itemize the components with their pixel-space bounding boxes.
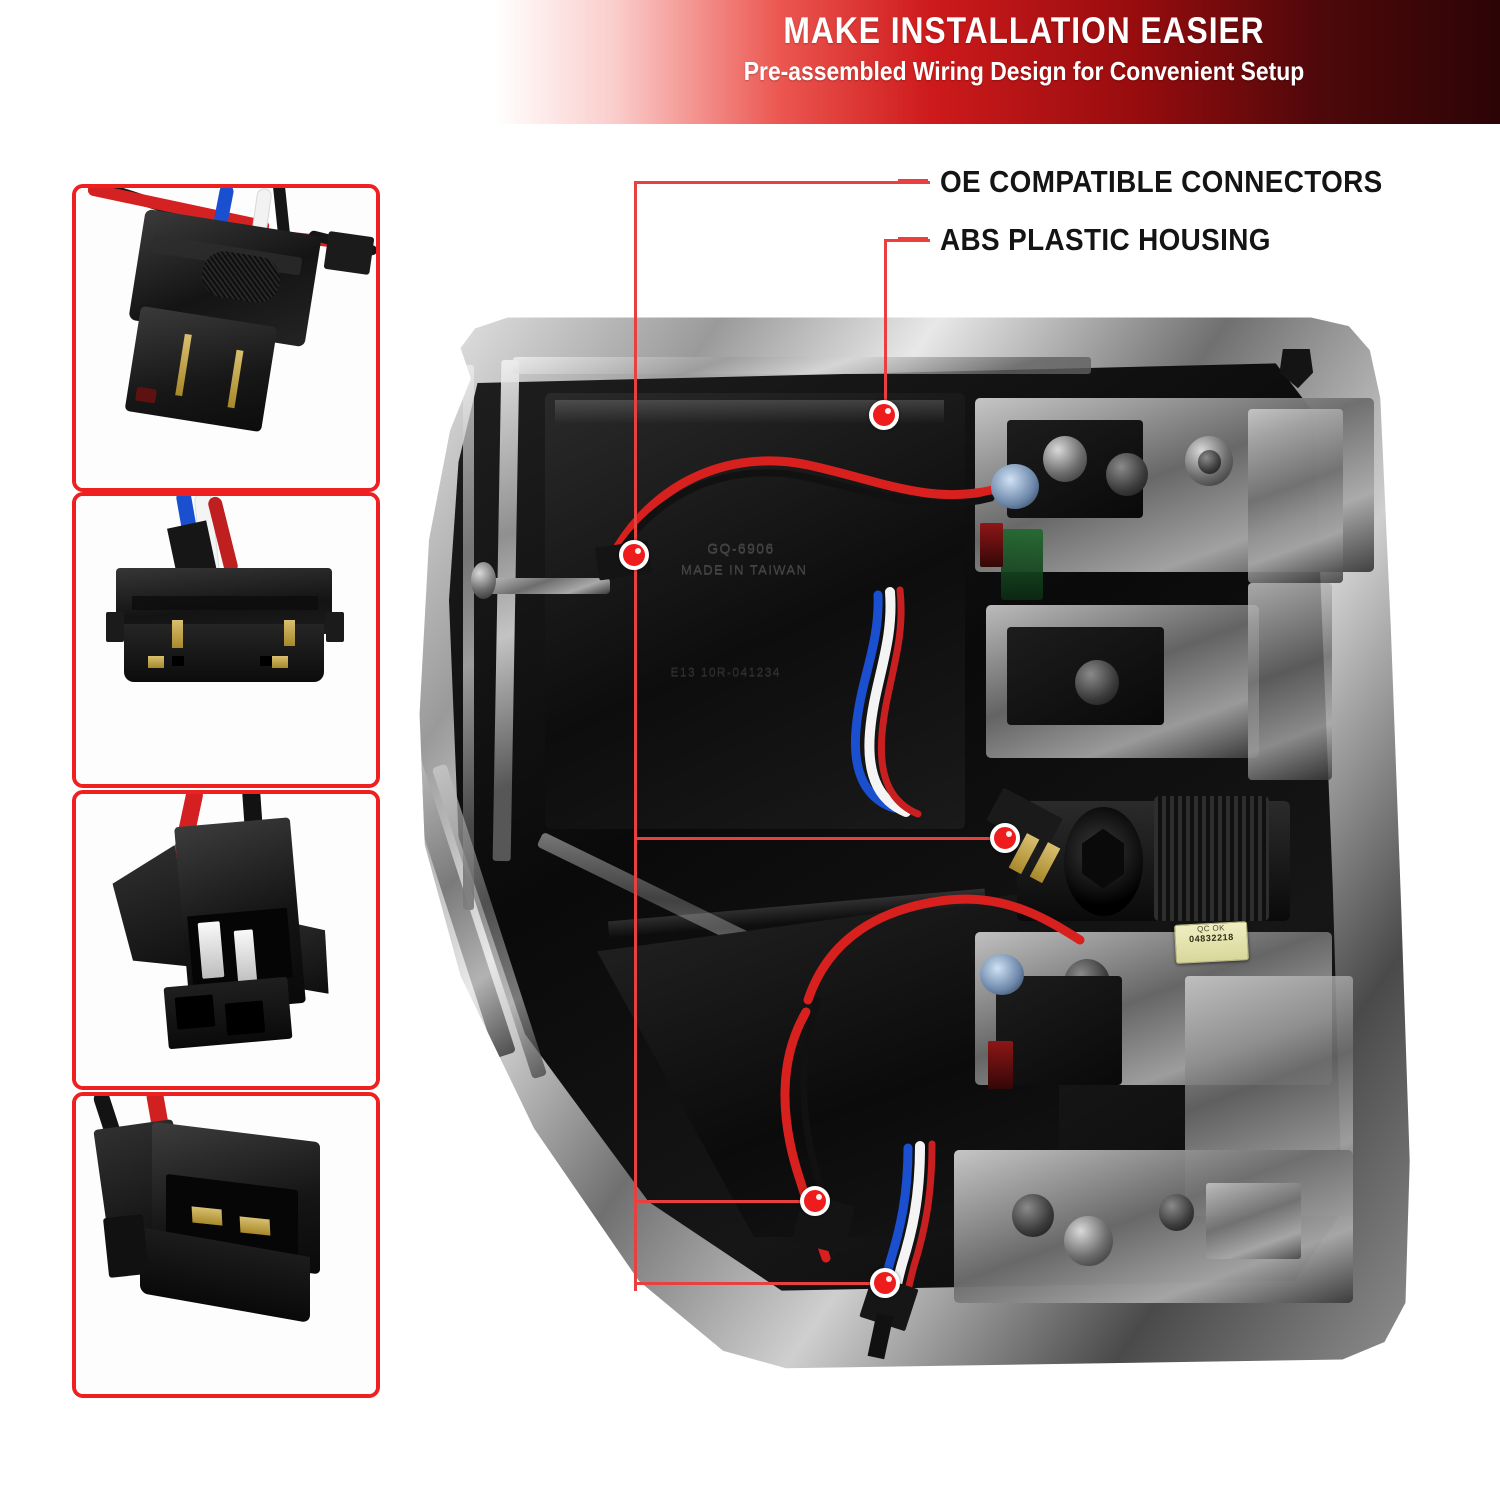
thumbnail-connector-4[interactable] <box>72 1092 380 1398</box>
wire-red-upper-2 <box>877 586 922 818</box>
wire-blue-upper <box>850 590 899 813</box>
terminal-2 <box>284 620 295 646</box>
callout-label-oe-connectors: OE COMPATIBLE CONNECTORS <box>940 164 1383 199</box>
chrome-rail-left-2 <box>462 365 475 911</box>
leader-line-oe-horizontal <box>634 181 930 184</box>
slot-2 <box>260 656 272 666</box>
thumbnail-connector-1[interactable] <box>72 184 380 492</box>
led-module-red-upper <box>980 523 1004 568</box>
slot-2 <box>224 1000 266 1036</box>
mount-boss-3 <box>1064 1215 1113 1266</box>
latch-right <box>326 612 344 642</box>
label-dash-oe <box>898 179 928 183</box>
tail-light-clip: GQ-6906 MADE IN TAIWAN E13 10R-041234 <box>419 317 1410 1369</box>
screw-6 <box>1158 1193 1195 1231</box>
terminal-4 <box>272 656 288 668</box>
banner-text-block: MAKE INSTALLATION EASIER Pre-assembled W… <box>644 8 1404 88</box>
mount-boss-1 <box>1043 436 1088 483</box>
retainer-rod <box>473 577 610 595</box>
pin-gold-1 <box>191 1206 223 1226</box>
thumbnail-connector-3[interactable] <box>72 790 380 1090</box>
panel-highlight <box>555 400 944 425</box>
screw-1 <box>1106 452 1149 497</box>
connector-photo-3 <box>76 794 376 1086</box>
product-image-tail-light: GQ-6906 MADE IN TAIWAN E13 10R-041234 <box>408 300 1458 1390</box>
nose-red-shade <box>135 386 157 404</box>
emboss-part-number: GQ-6906 <box>707 539 775 556</box>
pin-gold-2 <box>239 1216 271 1236</box>
lock-tab <box>102 1214 150 1278</box>
emboss-origin: MADE IN TAIWAN <box>681 561 808 577</box>
wire-red-lower <box>803 894 1085 1005</box>
mid-side-rib <box>1248 583 1332 780</box>
connector-nose <box>124 305 278 433</box>
emboss-secondary: E13 10R-041234 <box>670 665 781 680</box>
terminal-1 <box>172 620 183 648</box>
thumbnail-connector-2[interactable] <box>72 492 380 788</box>
header-banner: MAKE INSTALLATION EASIER Pre-assembled W… <box>0 0 1500 124</box>
leader-line-abs-horizontal <box>884 239 930 242</box>
side-connector-body <box>323 230 375 276</box>
banner-subtitle: Pre-assembled Wiring Design for Convenie… <box>743 56 1305 86</box>
chrome-rail-top <box>513 356 1091 375</box>
led-module-red-lower <box>987 1041 1013 1090</box>
lower-mount-recess <box>996 975 1122 1085</box>
upper-side-rib <box>1248 409 1343 584</box>
wire-red-upper <box>608 456 998 560</box>
connector-photo-1 <box>76 188 376 488</box>
wire-white-upper <box>864 587 911 817</box>
banner-title: MAKE INSTALLATION EASIER <box>783 10 1265 51</box>
rubber-boot-ribbed <box>1153 795 1269 922</box>
latch-left <box>106 612 124 642</box>
bulb-socket-lower <box>980 954 1025 996</box>
connector-groove <box>132 596 318 610</box>
screw-3 <box>1074 659 1119 706</box>
screw-2 <box>1197 450 1221 475</box>
bottom-side-tab <box>1206 1182 1301 1260</box>
retainer-boss <box>471 561 497 599</box>
screw-5 <box>1011 1193 1054 1238</box>
label-dash-abs <box>898 237 928 241</box>
terminal-3 <box>148 656 164 668</box>
connector-photo-2 <box>76 496 376 784</box>
connector-photo-4 <box>76 1096 376 1394</box>
wire-black-upper <box>616 469 995 556</box>
wiring-harness-upper <box>608 456 1085 1312</box>
slot-1 <box>172 656 184 666</box>
led-module-green-upper <box>1001 528 1044 600</box>
bulb-socket-upper <box>990 463 1040 510</box>
callout-label-abs-housing: ABS PLASTIC HOUSING <box>940 222 1271 257</box>
slot-1 <box>174 994 216 1030</box>
